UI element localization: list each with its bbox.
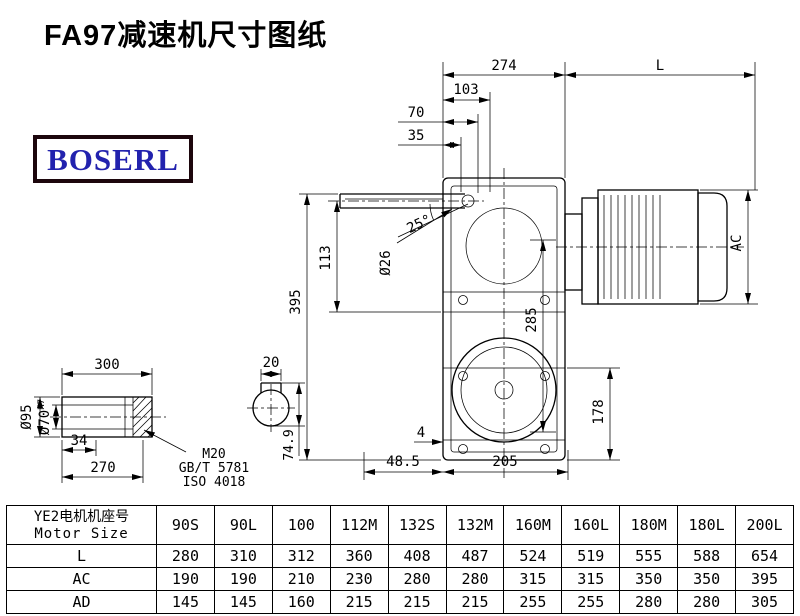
table-cell: 408 [387,544,447,568]
motor-size-header-en: Motor Size [34,525,129,542]
dim-300-label: 300 [94,357,119,373]
table-cell: 190 [213,567,273,591]
frame-size-header: 132S [387,505,447,545]
table-cell: 280 [445,567,505,591]
table-cell: 312 [271,544,331,568]
bolt-size-label: M20 [202,447,225,462]
bolt-standard-gb-label: GB/T 5781 [179,461,249,476]
table-cell: 305 [735,590,794,614]
row-label: AC [6,567,157,591]
boserl-logo-text: BOSERL [47,141,179,177]
row-label: AD [6,590,157,614]
dim-205-label: 205 [492,454,517,470]
table-cell: 524 [503,544,563,568]
table-cell: 255 [561,590,621,614]
extension-lines [299,62,758,480]
page-title: FA97减速机尺寸图纸 [44,20,328,52]
dim-35-label: 35 [408,128,425,144]
table-cell: 395 [735,567,794,591]
table-header-row: YE2电机机座号 Motor Size 90S 90L 100 112M 132… [6,505,794,545]
table-cell: 215 [445,590,505,614]
main-dimensions: 274 L 103 70 35 395 113 285 AC 178 4 48.… [288,58,755,475]
table-cell: 280 [677,590,737,614]
dim-113-label: 113 [318,245,334,270]
motor-size-header-cell: YE2电机机座号 Motor Size [6,505,157,545]
motor-fan-cover [697,192,728,302]
dim-L-label: L [656,58,664,74]
table-cell: 350 [619,567,679,591]
frame-size-header: 90S [156,505,215,545]
table-cell: 160 [271,590,331,614]
hatching [132,396,153,438]
table-cell: 315 [503,567,563,591]
frame-size-header: 90L [213,505,273,545]
frame-size-header: 180M [619,505,679,545]
table-cell: 350 [677,567,737,591]
frame-size-header: 132M [445,505,505,545]
keyway-slot [260,382,282,393]
table-cell: 487 [445,544,505,568]
table-cell: 215 [387,590,447,614]
table-row-AD: AD 145 145 160 215 215 215 255 255 280 2… [6,590,794,614]
table-cell: 280 [156,544,215,568]
row-label: L [6,544,157,568]
gearbox-housing [442,168,566,478]
dim-395-label: 395 [288,289,304,314]
frame-size-header: 100 [271,505,331,545]
table-row-AC: AC 190 190 210 230 280 280 315 315 350 3… [6,567,794,591]
keyway-extension-lines [260,369,305,427]
motor-side-view [556,189,744,305]
dim-70-label: 70 [408,105,425,121]
table-cell: 310 [213,544,273,568]
motor-flange [581,197,599,305]
dim-103-label: 103 [453,82,478,98]
table-cell: 654 [735,544,794,568]
table-cell: 215 [329,590,389,614]
table-cell: 280 [619,590,679,614]
dim-34-label: 34 [71,433,88,449]
dim-20-label: 20 [263,355,280,371]
dim-angle-label: 25° [404,212,434,237]
dim-48-5-label: 48.5 [386,454,420,470]
table-cell: 230 [329,567,389,591]
table-cell: 519 [561,544,621,568]
table-cell: 145 [213,590,273,614]
motor-size-header-cn: YE2电机机座号 [33,508,130,525]
table-row-L: L 280 310 312 360 408 487 524 519 555 58… [6,544,794,568]
dim-4-label: 4 [417,425,425,441]
angle-and-bore-callouts: 25° Ø26 [378,203,469,276]
table-cell: 280 [387,567,447,591]
bolt-standard-iso-label: ISO 4018 [183,475,246,490]
dim-274-label: 274 [491,58,516,74]
frame-size-header: 200L [735,505,794,545]
table-cell: 190 [156,567,215,591]
dim-dia70-label: Ø70H7 [37,399,53,435]
table-cell: 555 [619,544,679,568]
frame-size-header: 160L [561,505,621,545]
table-cell: 145 [156,590,215,614]
table-cell: 255 [503,590,563,614]
output-shaft-top-view [328,193,484,209]
frame-size-header: 180L [677,505,737,545]
keyway-section-view: 20 74.9 [247,355,305,461]
dim-285-label: 285 [524,307,540,332]
table-cell: 588 [677,544,737,568]
frame-size-header: 160M [503,505,563,545]
table-cell: 360 [329,544,389,568]
frame-size-header: 112M [329,505,389,545]
dim-dia95-label: Ø95 [19,404,35,429]
dim-AC-label: AC [729,235,745,252]
dim-shaft-dia-label: Ø26 [378,250,394,275]
dim-178-label: 178 [591,399,607,424]
bolt-leader-line [143,429,187,453]
dim-dia70-tolerance: H7 [37,399,47,410]
dim-74-9-label: 74.9 [282,429,297,460]
boserl-logo: BOSERL [33,135,193,183]
shaft-detail-view: M20 GB/T 5781 ISO 4018 300 Ø95 Ø70H7 34 … [19,357,249,490]
table-cell: 315 [561,567,621,591]
dim-270-label: 270 [90,460,115,476]
motor-dimensions-table: YE2电机机座号 Motor Size 90S 90L 100 112M 132… [6,505,794,614]
table-cell: 210 [271,567,331,591]
dim-dia70-value: Ø70 [37,410,53,435]
